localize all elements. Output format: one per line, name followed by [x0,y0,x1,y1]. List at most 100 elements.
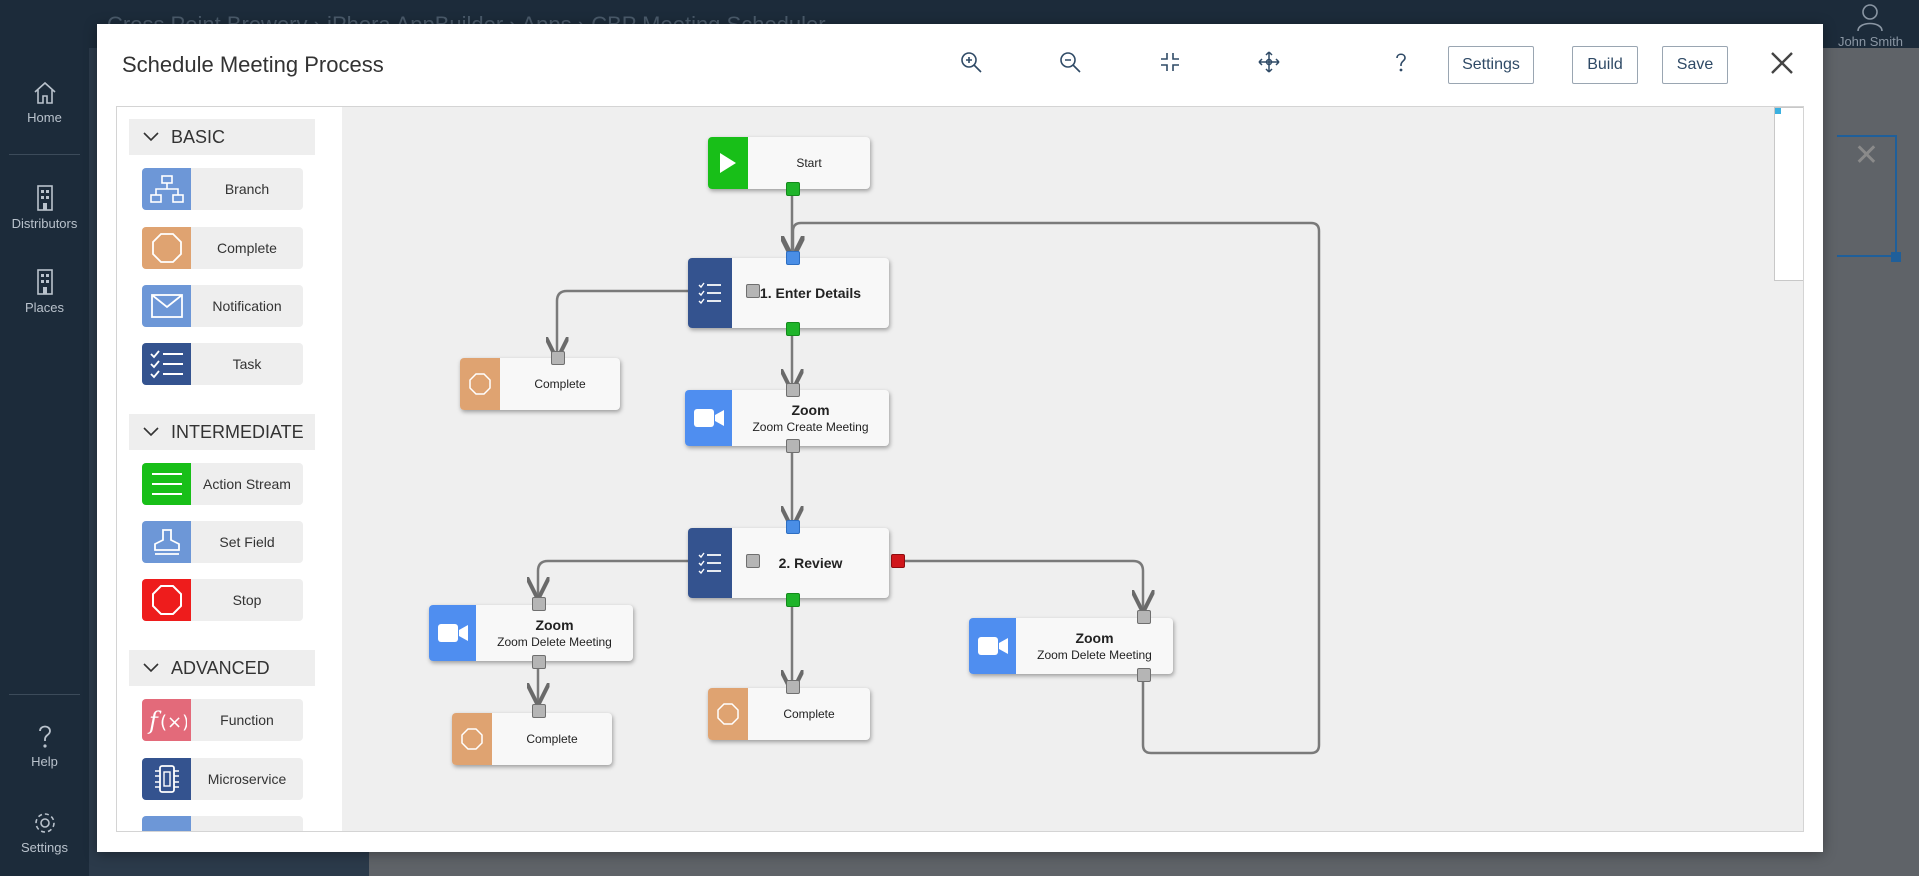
port-zoomcreate-out[interactable] [786,439,800,453]
lines-icon [142,463,191,505]
zoom-out-icon[interactable] [1058,50,1082,74]
palette-item-function[interactable]: f(×) Function [142,699,303,741]
user-name: John Smith [1837,34,1903,49]
node-label: 1. Enter Details [759,285,862,301]
port-enter-out[interactable] [786,322,800,336]
palette-item-complete[interactable]: Complete [142,227,303,269]
nav-distributors[interactable]: Distributors [0,184,89,231]
fit-screen-icon[interactable] [1158,50,1182,74]
section-intermediate[interactable]: INTERMEDIATE [129,414,315,450]
sitemap-icon [142,168,191,210]
nav-label: Settings [21,840,68,855]
close-icon[interactable] [1769,50,1795,76]
palette-item-stop[interactable]: Stop [142,579,303,621]
node-zoom-delete-right[interactable]: Zoom Zoom Delete Meeting [969,618,1173,674]
checklist-icon [142,343,191,385]
section-basic[interactable]: BASIC [129,119,315,155]
palette-item-action-stream[interactable]: Action Stream [142,463,303,505]
octagon-icon [452,713,492,765]
nav-help[interactable]: Help [0,722,89,769]
nav-divider [9,154,80,155]
port-zoomdelete-right-in[interactable] [1137,610,1151,624]
palette-label: Set Field [219,534,275,550]
port-zoomcreate-in[interactable] [786,383,800,397]
zoom-in-icon[interactable] [959,50,983,74]
connection-layer [342,191,1321,755]
chevron-down-icon [143,132,159,142]
build-button[interactable]: Build [1572,46,1638,84]
palette-item-notification[interactable]: Notification [142,285,303,327]
stamp-icon [142,521,191,563]
palette-item-task[interactable]: Task [142,343,303,385]
connector-enter-to-complete [557,289,752,355]
port-enter-in[interactable] [786,251,800,265]
minimap[interactable] [1774,107,1803,281]
save-button[interactable]: Save [1662,46,1728,84]
palette-label: Complete [217,240,277,256]
video-camera-icon [429,605,476,661]
user-menu[interactable]: John Smith [1838,2,1903,49]
gear-icon [34,813,55,833]
palette-label: Stop [232,592,262,608]
port-zoomdelete-left-out[interactable] [532,655,546,669]
nav-label: Places [24,300,65,315]
port-complete1-in[interactable] [551,351,565,365]
palette-label: Action Stream [203,476,291,492]
dialog-title: Schedule Meeting Process [122,52,384,77]
checklist-icon [688,258,732,328]
palette-label: Function [220,712,274,728]
settings-button[interactable]: Settings [1448,46,1534,84]
node-complete-1[interactable]: Complete [460,358,620,410]
port-start-out[interactable] [786,182,800,196]
video-camera-icon [685,390,732,446]
node-zoom-delete-left[interactable]: Zoom Zoom Delete Meeting [429,605,633,661]
node-label: Complete [783,707,835,721]
port-zoomdelete-right-out[interactable] [1137,668,1151,682]
port-review-left[interactable] [746,554,760,568]
connector-review-left [538,559,752,595]
function-icon: f(×) [142,699,191,741]
nav-home[interactable]: Home [0,80,89,125]
section-advanced[interactable]: ADVANCED [129,650,315,686]
editor-body: BASIC Branch Complete Notification [116,106,1804,832]
node-start[interactable]: Start [708,137,870,189]
nav-places[interactable]: Places [0,268,89,315]
nav-settings[interactable]: Settings [0,810,89,855]
palette-label: Branch [224,181,270,197]
video-camera-icon [969,618,1016,674]
port-complete2-in[interactable] [786,680,800,694]
palette-item-set-field[interactable]: Set Field [142,521,303,563]
minimap-viewport-handle[interactable] [1775,108,1781,114]
port-review-in[interactable] [786,520,800,534]
node-complete-2[interactable]: Complete [708,688,870,740]
palette-item-branch[interactable]: Branch [142,168,303,210]
palette-item-microservice[interactable]: Microservice [142,758,303,800]
port-review-out[interactable] [786,593,800,607]
node-enter-details[interactable]: 1. Enter Details [688,258,889,328]
node-title: Zoom [791,402,830,418]
octagon-icon [460,358,500,410]
port-zoomdelete-left-in[interactable] [532,597,546,611]
user-icon [1857,4,1884,32]
node-zoom-create-meeting[interactable]: Zoom Zoom Create Meeting [685,390,889,446]
node-title: Zoom [535,617,574,633]
port-complete3-in[interactable] [532,704,546,718]
node-label: Complete [526,732,578,746]
stop-icon [142,579,191,621]
connector-loop [793,221,1321,755]
node-complete-3[interactable]: Complete [452,713,612,765]
palette-label: Task [232,356,262,372]
palette-item-more[interactable] [142,816,303,831]
move-icon[interactable] [1257,50,1281,74]
port-enter-left[interactable] [746,284,760,298]
bg-frame [1837,135,1897,257]
process-canvas[interactable]: Start 1. Enter Details Complete [342,107,1803,831]
port-review-right[interactable] [891,554,905,568]
chevron-down-icon [143,427,159,437]
node-review[interactable]: 2. Review [688,528,889,598]
palette-label: Notification [212,298,282,314]
chip-icon [142,758,191,800]
play-icon [708,137,748,189]
help-icon[interactable] [1389,50,1413,74]
nav-label: Help [31,754,58,769]
